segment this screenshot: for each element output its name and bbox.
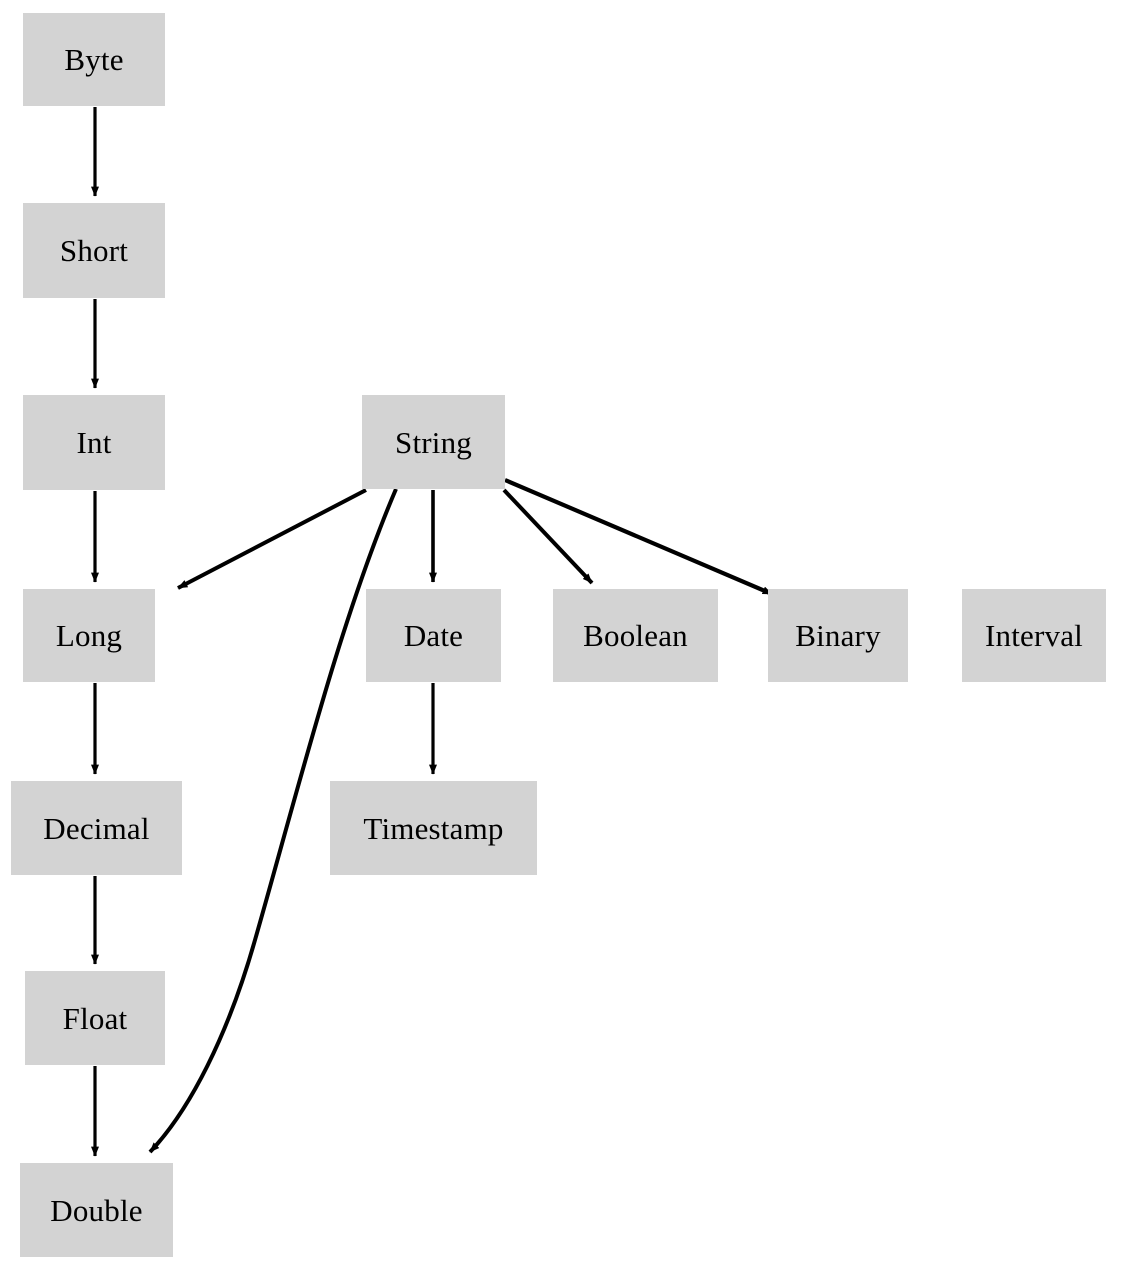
node-decimal[interactable]: Decimal (11, 781, 182, 875)
node-label: Byte (64, 42, 124, 77)
node-label: Boolean (583, 618, 688, 653)
edge-string-binary (504, 478, 773, 596)
edge-string-long (177, 488, 367, 590)
node-label: Double (50, 1192, 143, 1228)
node-label: Date (403, 618, 464, 653)
node-byte[interactable]: Byte (23, 13, 165, 106)
node-label: Interval (985, 618, 1083, 653)
node-string[interactable]: String (362, 395, 505, 489)
node-int[interactable]: Int (23, 395, 165, 490)
node-interval[interactable]: Interval (962, 589, 1106, 682)
node-label: String (395, 424, 472, 460)
node-double[interactable]: Double (20, 1163, 173, 1257)
node-short[interactable]: Short (23, 203, 165, 298)
node-label: Int (76, 425, 112, 460)
node-label: Float (62, 1000, 128, 1036)
edge-string-boolean (502, 488, 594, 585)
node-float[interactable]: Float (25, 971, 165, 1065)
node-label: Binary (795, 618, 881, 653)
node-label: Decimal (43, 810, 150, 846)
node-binary[interactable]: Binary (768, 589, 908, 682)
node-label: Short (59, 233, 129, 268)
node-boolean[interactable]: Boolean (553, 589, 718, 682)
node-date[interactable]: Date (366, 589, 501, 682)
node-label: Long (55, 618, 123, 653)
node-label: Timestamp (363, 810, 504, 846)
node-timestamp[interactable]: Timestamp (330, 781, 537, 875)
node-long[interactable]: Long (23, 589, 155, 682)
